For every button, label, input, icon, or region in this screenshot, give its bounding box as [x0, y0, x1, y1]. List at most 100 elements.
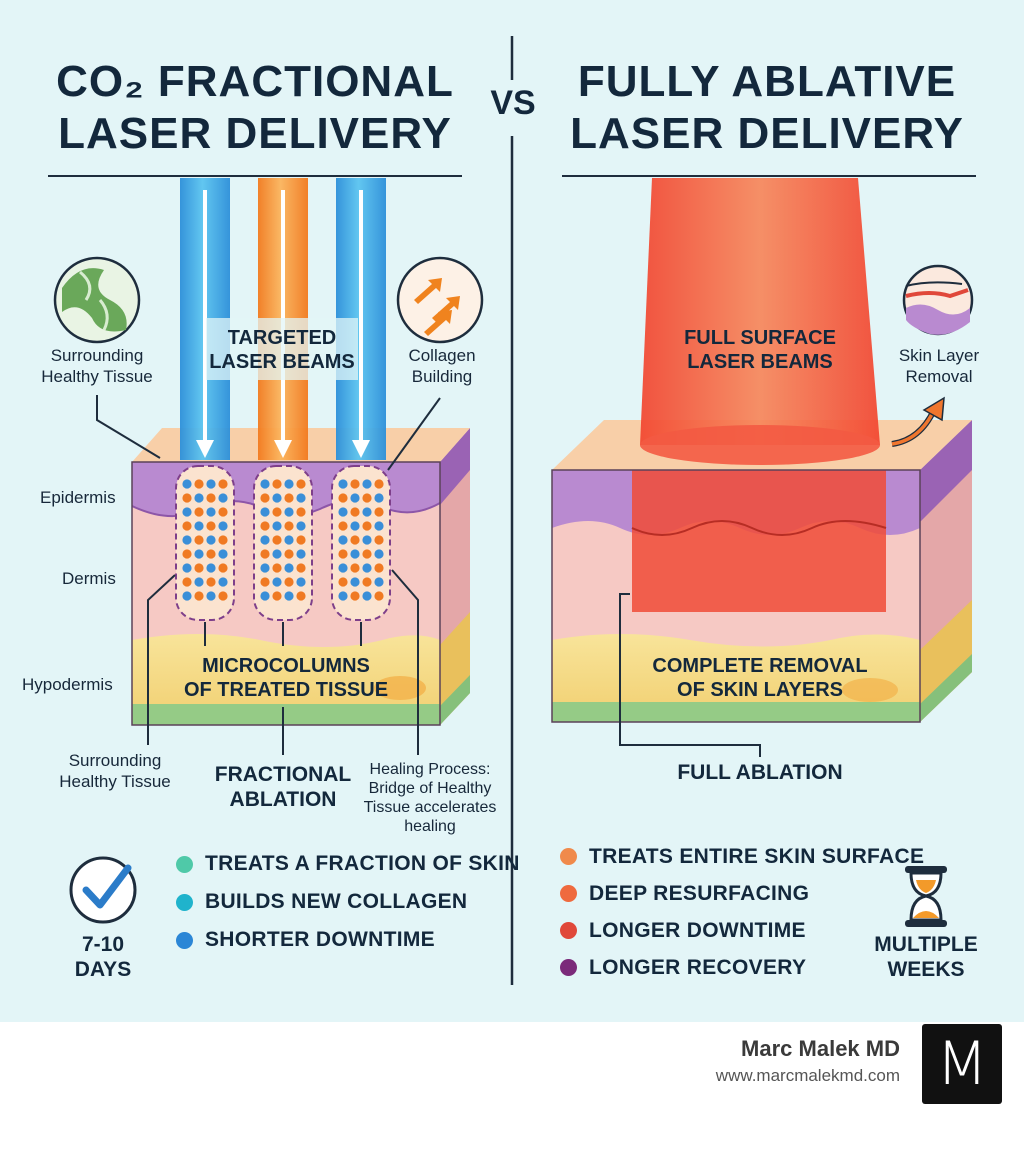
fractional-ablation-label: FRACTIONAL ABLATION — [214, 763, 352, 811]
left-bullet-2: SHORTER DOWNTIME — [176, 921, 520, 959]
microcolumn-dot — [350, 479, 360, 489]
microcolumn-dot — [284, 591, 294, 601]
right-bullet-1: DEEP RESURFACING — [560, 875, 924, 912]
microcolumn-dot — [194, 591, 204, 601]
microcolumn-dot — [272, 521, 282, 531]
microcolumn-dot — [206, 493, 216, 503]
left-recovery-time: 7-10 DAYS — [74, 933, 132, 981]
microcolumn-dot — [374, 507, 384, 517]
bullet-text: DEEP RESURFACING — [589, 881, 810, 905]
right-leader-lines — [619, 593, 761, 757]
left-leader-lines — [96, 395, 441, 755]
dermis-label: Dermis — [62, 569, 116, 588]
bullet-dot — [176, 855, 193, 873]
microcolumn-dot — [362, 493, 372, 503]
skin-layer-removal-label: Skin Layer Removal — [898, 346, 980, 386]
microcolumns-label: MICROCOLUMNS OF TREATED TISSUE — [183, 655, 389, 701]
microcolumn-dot — [362, 577, 372, 587]
microcolumn-dot — [182, 563, 192, 573]
microcolumn-dot — [272, 535, 282, 545]
microcolumn-dot — [374, 535, 384, 545]
microcolumn-dot — [182, 521, 192, 531]
microcolumn-dot — [260, 535, 270, 545]
microcolumn-dot — [350, 521, 360, 531]
microcolumn-dot — [296, 591, 306, 601]
microcolumn-dot — [194, 493, 204, 503]
microcolumn-dot — [194, 535, 204, 545]
microcolumn-dot — [284, 563, 294, 573]
microcolumn-dot — [296, 563, 306, 573]
microcolumn-dot — [218, 493, 228, 503]
microcolumn-dot — [260, 591, 270, 601]
right-title-line1: FULLY ABLATIVE — [577, 57, 957, 106]
microcolumn-dot — [296, 577, 306, 587]
right-title-line2: LASER DELIVERY — [570, 109, 964, 158]
microcolumn-dot — [296, 535, 306, 545]
brand-logo[interactable]: M — [922, 1024, 1002, 1104]
bullet-text: TREATS ENTIRE SKIN SURFACE — [589, 844, 925, 868]
targeted-laser-beams — [180, 178, 386, 460]
microcolumn-dot — [338, 521, 348, 531]
microcolumn-dot — [272, 577, 282, 587]
microcolumn-dot — [284, 507, 294, 517]
microcolumn-dot — [296, 479, 306, 489]
targeted-beams-label: TARGETED LASER BEAMS — [209, 327, 355, 373]
healthy-tissue-bottom-label: Surrounding Healthy Tissue — [59, 751, 171, 791]
microcolumn-dot — [284, 549, 294, 559]
microcolumn-dot — [206, 479, 216, 489]
full-surface-laser-beam — [640, 178, 880, 465]
right-recovery-time: MULTIPLE WEEKS — [874, 933, 978, 981]
microcolumn-dot — [350, 535, 360, 545]
full-ablation-label: FULL ABLATION — [677, 761, 843, 784]
microcolumn-dot — [338, 563, 348, 573]
microcolumn-dot — [362, 591, 372, 601]
microcolumn-dot — [260, 563, 270, 573]
microcolumn-dot — [206, 591, 216, 601]
microcolumn-dot — [206, 535, 216, 545]
microcolumn-dot — [284, 479, 294, 489]
left-title-line2: LASER DELIVERY — [58, 109, 452, 158]
microcolumn-dot — [182, 549, 192, 559]
complete-removal-label: COMPLETE REMOVAL OF SKIN LAYERS — [652, 655, 868, 701]
left-title: CO₂ FRACTIONAL LASER DELIVERY — [40, 56, 470, 160]
microcolumn-dot — [218, 521, 228, 531]
microcolumn-dot — [194, 507, 204, 517]
bullet-dot — [176, 893, 193, 911]
bullet-text: LONGER RECOVERY — [589, 955, 807, 979]
right-bullet-2: LONGER DOWNTIME — [560, 912, 924, 949]
brand-block: Marc Malek MD www.marcmalekmd.com — [600, 1036, 900, 1086]
bullet-text: TREATS A FRACTION OF SKIN — [205, 852, 520, 875]
microcolumn-dot — [350, 577, 360, 587]
collagen-building-label: Collagen Building — [408, 346, 476, 386]
microcolumn-dot — [194, 479, 204, 489]
microcolumn-dot — [284, 577, 294, 587]
microcolumn-dot — [350, 591, 360, 601]
microcolumn-dot — [194, 549, 204, 559]
bullet-text: LONGER DOWNTIME — [589, 918, 806, 942]
left-title-line1: CO₂ FRACTIONAL — [56, 57, 454, 106]
microcolumn-dot — [218, 549, 228, 559]
microcolumn-dot — [374, 493, 384, 503]
brand-name: Marc Malek MD — [741, 1036, 900, 1061]
microcolumn-dot — [350, 563, 360, 573]
microcolumn-dot — [206, 521, 216, 531]
microcolumn-dot — [218, 563, 228, 573]
microcolumn-dot — [206, 563, 216, 573]
ablated-zone — [632, 470, 886, 612]
collagen-building-icon — [396, 256, 484, 344]
microcolumn-dot — [338, 535, 348, 545]
microcolumn-dot — [374, 563, 384, 573]
healthy-tissue-icon — [53, 256, 141, 344]
healing-process-label: Healing Process: Bridge of Healthy Tissu… — [363, 761, 497, 835]
bullet-dot — [560, 885, 577, 902]
hypodermis-label: Hypodermis — [22, 675, 113, 694]
brand-url[interactable]: www.marcmalekmd.com — [715, 1066, 900, 1085]
skin-layer-removal-icon — [902, 264, 974, 336]
microcolumn-dot — [272, 591, 282, 601]
microcolumn-dot — [362, 563, 372, 573]
microcolumn-dot — [182, 535, 192, 545]
left-bullet-0: TREATS A FRACTION OF SKIN — [176, 845, 520, 883]
microcolumn-dot — [218, 591, 228, 601]
microcolumn-dot — [272, 479, 282, 489]
